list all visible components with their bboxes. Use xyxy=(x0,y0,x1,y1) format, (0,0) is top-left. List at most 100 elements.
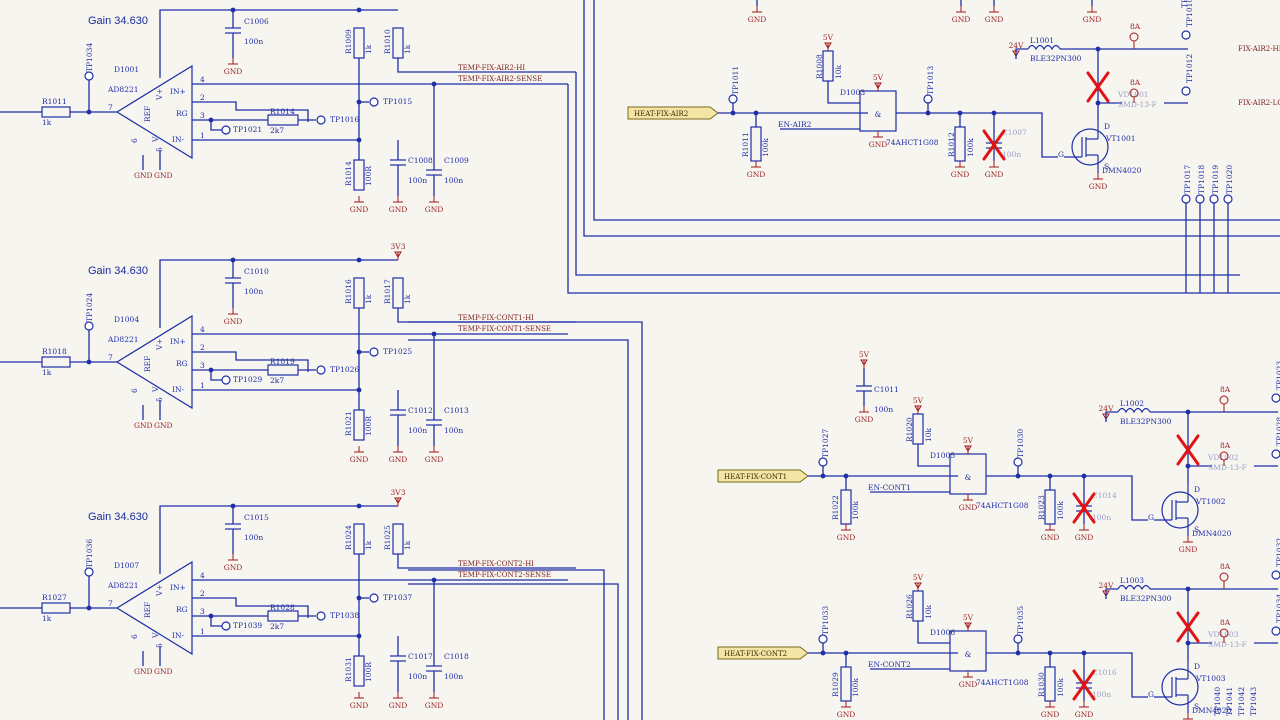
port-label: HEAT-FIX-CONT2 xyxy=(724,650,787,658)
ground-label: GND xyxy=(959,680,978,689)
test-point-label: TP1033 xyxy=(821,606,830,635)
inductor-coil xyxy=(1117,584,1151,591)
supply-label: 5V xyxy=(913,396,924,405)
capacitor-value: 100n xyxy=(1092,513,1111,522)
test-point-label: TP1043 xyxy=(1249,687,1258,716)
supply-label: 24V xyxy=(1099,581,1115,590)
dnp-cross xyxy=(1086,71,1110,103)
test-point-label: TP1015 xyxy=(383,97,412,106)
net-label: TEMP-FIX-CONT2-HI xyxy=(458,560,534,568)
amp-designator: D1001 xyxy=(114,65,139,74)
resistor-value: 1k xyxy=(364,540,373,550)
test-point xyxy=(369,347,379,357)
ground-label: GND xyxy=(837,533,856,542)
ground-label: GND xyxy=(985,170,1004,179)
junction-dot xyxy=(356,137,362,143)
pin-number: 7 xyxy=(108,599,113,608)
test-point xyxy=(221,375,231,385)
fet-part: DMN4020 xyxy=(1192,529,1232,538)
bus-line xyxy=(408,339,629,720)
fuse-point xyxy=(1219,395,1229,405)
resistor-value: 1k xyxy=(42,368,52,377)
resistor-value: 1k xyxy=(403,540,412,550)
resistor-designator: R1020 xyxy=(905,417,914,442)
test-point-label: TP1039 xyxy=(233,621,262,630)
resistor-body xyxy=(912,590,924,622)
junction-dot xyxy=(431,331,437,337)
resistor-designator: R1025 xyxy=(383,525,392,550)
net-label: EN-CONT1 xyxy=(868,483,911,492)
test-point-label: TP1012 xyxy=(1185,54,1194,83)
amp-part: AD8221 xyxy=(107,85,139,94)
wire xyxy=(986,652,1148,698)
inductor-designator: L1002 xyxy=(1120,399,1144,408)
pin-number: 5 xyxy=(155,643,164,648)
ground-label: GND xyxy=(855,415,874,424)
ground-label: GND xyxy=(154,421,173,430)
port-label: HEAT-FIX-CONT1 xyxy=(724,473,787,481)
resistor-value: 2k7 xyxy=(270,126,284,135)
test-point-label: TP1025 xyxy=(383,347,412,356)
wire xyxy=(917,444,950,467)
fet-part: DMN4020 xyxy=(1192,706,1232,715)
resistor-value: 10k xyxy=(924,604,933,619)
amp-part: AD8221 xyxy=(107,335,139,344)
test-point-label: TP1020 xyxy=(1225,165,1234,194)
fuse-rating: 8A xyxy=(1220,562,1231,571)
resistor-body xyxy=(267,114,299,126)
net-label: EN-AIR2 xyxy=(778,120,812,129)
resistor-designator: R1030 xyxy=(1037,672,1046,697)
wire xyxy=(159,505,398,574)
and-symbol: & xyxy=(965,473,972,482)
bus-line xyxy=(408,583,619,720)
resistor-value: 10k xyxy=(924,427,933,442)
pin-number: 3 xyxy=(200,361,205,370)
test-point-label: TP1037 xyxy=(383,593,412,602)
resistor-body xyxy=(353,655,365,687)
ground-label: GND xyxy=(959,503,978,512)
supply-arrow xyxy=(394,497,402,504)
resistor-body xyxy=(840,666,852,702)
capacitor-designator: C1015 xyxy=(244,513,269,522)
diode-part: SMD-13-F xyxy=(1208,640,1247,649)
wire xyxy=(397,58,576,73)
test-point-label: TP1013 xyxy=(926,66,935,95)
net-label: TEMP-FIX-AIR2-SENSE xyxy=(458,75,542,83)
ground-label: GND xyxy=(350,455,369,464)
test-point xyxy=(1209,194,1219,204)
resistor-designator: R1011 xyxy=(741,132,750,157)
supply-label: 24V xyxy=(1009,41,1025,50)
port-label: HEAT-FIX-AIR2 xyxy=(634,110,688,118)
pin-name: S xyxy=(1194,525,1199,534)
resistor-body xyxy=(1044,489,1056,525)
junction-dot xyxy=(356,633,362,639)
gain-label: Gain 34.630 xyxy=(88,265,148,277)
dnp-cross xyxy=(982,129,1006,161)
pin-name: RG xyxy=(176,109,188,118)
bus-line xyxy=(583,0,1280,237)
wire xyxy=(192,597,309,618)
ground-label: GND xyxy=(1179,545,1198,554)
and-symbol: & xyxy=(875,110,882,119)
ground-label: GND xyxy=(985,15,1004,24)
supply-arrow xyxy=(394,251,402,258)
wire xyxy=(210,616,222,627)
wire xyxy=(1105,411,1118,422)
pin-name: G xyxy=(1058,150,1064,159)
test-point-label: TP1040 xyxy=(1213,687,1222,716)
gain-label: Gain 34.630 xyxy=(88,15,148,27)
amp-designator: D1004 xyxy=(114,315,139,324)
net-label: TEMP-FIX-CONT1-HI xyxy=(458,314,534,322)
resistor-designator: R1014 xyxy=(270,107,295,116)
capacitor-value: 100n xyxy=(874,405,893,414)
resistor-value: 100R xyxy=(364,166,373,186)
wire xyxy=(986,475,1148,521)
test-point xyxy=(1271,393,1280,403)
amp-designator: D1007 xyxy=(114,561,139,570)
pin-name: REF xyxy=(143,602,152,618)
resistor-designator: R1024 xyxy=(344,525,353,550)
test-point-label: TP1030 xyxy=(1016,429,1025,458)
pin-number: 7 xyxy=(108,353,113,362)
